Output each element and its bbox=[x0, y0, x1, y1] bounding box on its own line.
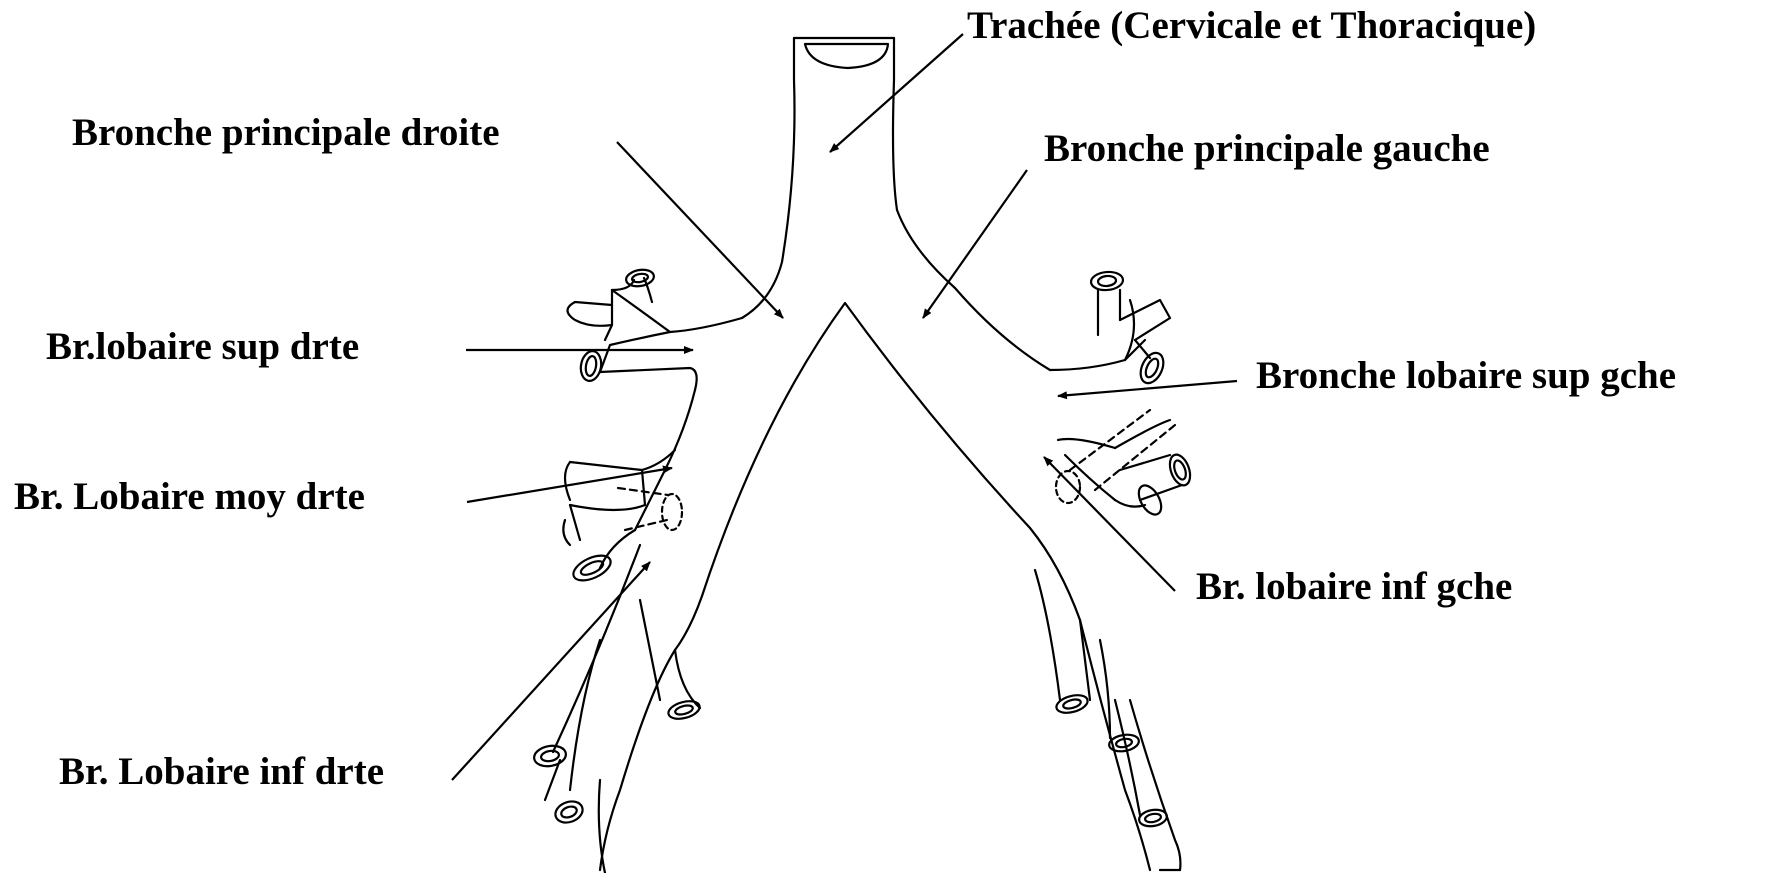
label-trachea: Trachée (Cervicale et Thoracique) bbox=[967, 6, 1536, 45]
label-br-lobaire-moy-drte: Br. Lobaire moy drte bbox=[14, 477, 365, 516]
label-br-lobaire-sup-drte: Br.lobaire sup drte bbox=[46, 327, 359, 366]
carina-contour bbox=[702, 303, 1080, 620]
arrow-trachea bbox=[830, 34, 963, 152]
label-bronche-principale-gauche: Bronche principale gauche bbox=[1044, 129, 1490, 168]
right-lower-branches bbox=[533, 390, 702, 873]
left-upper-lobar-branch bbox=[1050, 271, 1170, 387]
label-bronche-lobaire-sup-gche: Bronche lobaire sup gche bbox=[1256, 356, 1676, 395]
label-br-lobaire-inf-drte: Br. Lobaire inf drte bbox=[59, 752, 384, 791]
right-upper-lobar-branch bbox=[568, 268, 743, 390]
arrow-bronche-principale-droite bbox=[617, 142, 783, 318]
left-lower-branches bbox=[1035, 410, 1194, 870]
label-br-lobaire-inf-gche: Br. lobaire inf gche bbox=[1196, 567, 1512, 606]
arrow-br-lobaire-inf-drte bbox=[452, 562, 650, 780]
arrow-bronche-principale-gauche bbox=[923, 170, 1027, 318]
label-bronche-principale-droite: Bronche principale droite bbox=[72, 113, 500, 152]
